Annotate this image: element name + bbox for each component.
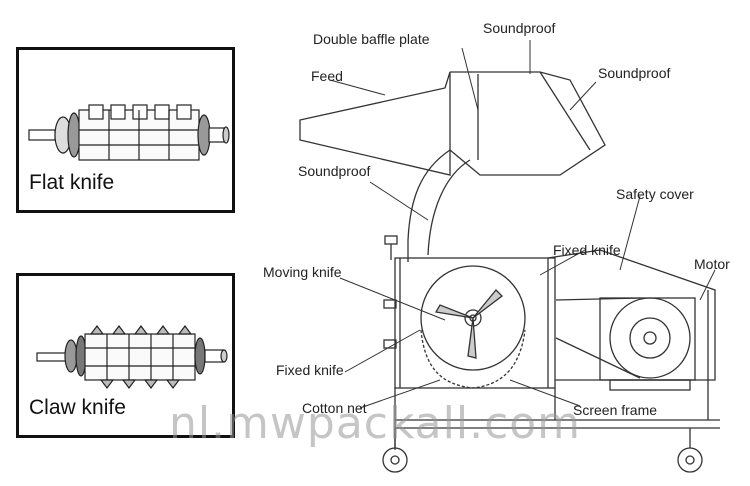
claw-knife-caption: Claw knife bbox=[29, 396, 126, 419]
wheel-right bbox=[677, 447, 703, 473]
flat-knife-caption: Flat knife bbox=[29, 171, 115, 194]
label-feed: Feed bbox=[311, 68, 343, 84]
label-double-baffle-plate: Double baffle plate bbox=[313, 31, 430, 47]
label-soundproof-left: Soundproof bbox=[298, 163, 371, 179]
safety-cover bbox=[547, 249, 716, 381]
motor-pulley bbox=[609, 297, 691, 379]
rotor-circle bbox=[420, 265, 526, 371]
label-fixed-knife-bottom: Fixed knife bbox=[276, 362, 344, 378]
flat-knife-rotor-drawing bbox=[28, 104, 230, 161]
motor-body bbox=[599, 297, 696, 381]
label-screen-frame: Screen frame bbox=[573, 402, 658, 418]
claw-knife-rotor-drawing bbox=[36, 325, 228, 389]
label-fixed-knife-top: Fixed knife bbox=[553, 242, 621, 258]
label-soundproof-top: Soundproof bbox=[483, 20, 556, 36]
label-safety-cover: Safety cover bbox=[616, 186, 694, 202]
label-motor: Motor bbox=[694, 256, 730, 272]
label-soundproof-right: Soundproof bbox=[598, 65, 671, 81]
flat-knife-panel: Flat knife bbox=[16, 47, 235, 213]
crushing-chamber bbox=[394, 257, 556, 389]
watermark: nl.mwpackall.com bbox=[168, 398, 582, 449]
top-soundproof-box bbox=[449, 71, 606, 176]
label-cotton-net: Cotton net bbox=[302, 400, 367, 416]
label-moving-knife: Moving knife bbox=[263, 264, 342, 280]
claw-knife-panel: Claw knife bbox=[16, 273, 235, 438]
screen-arc bbox=[420, 329, 526, 389]
feed-hopper bbox=[299, 71, 451, 176]
soundproof-chute bbox=[407, 149, 451, 262]
wheel-left bbox=[382, 447, 408, 473]
